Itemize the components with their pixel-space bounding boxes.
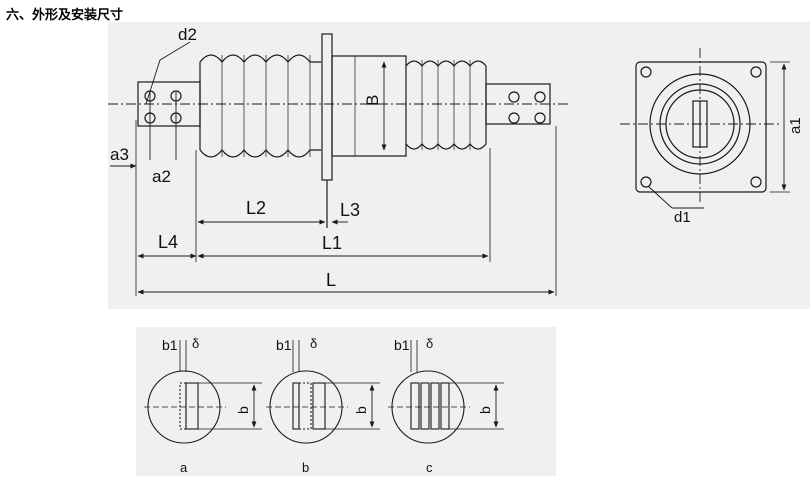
label-L1: L1 <box>322 233 342 253</box>
section-b-delta: δ <box>310 336 317 351</box>
label-L3: L3 <box>340 200 360 220</box>
label-L: L <box>326 270 336 290</box>
section-b-caption: b <box>302 460 309 475</box>
left-insulator <box>199 54 321 158</box>
section-a-delta: δ <box>192 336 199 351</box>
right-terminal-holes <box>508 91 546 124</box>
main-view-labels: d2 B a3 a2 L2 L3 L4 L1 L <box>110 25 382 290</box>
section-b-b1: b1 <box>276 337 292 353</box>
label-a1: a1 <box>787 117 804 134</box>
label-a3: a3 <box>110 145 129 164</box>
section-a-caption: a <box>180 460 188 475</box>
right-terminal <box>485 83 551 125</box>
section-b <box>266 340 380 444</box>
mounting-flange <box>321 33 333 181</box>
section-b-b: b <box>353 406 369 414</box>
label-a2: a2 <box>152 167 171 186</box>
label-L2: L2 <box>246 198 266 218</box>
page-heading: 六、外形及安装尺寸 <box>6 8 124 23</box>
main-side-view <box>108 33 570 296</box>
label-B: B <box>363 95 382 106</box>
label-L4: L4 <box>158 232 178 252</box>
drawing-panel-top <box>108 22 810 309</box>
section-c-caption: c <box>426 460 433 475</box>
label-d1: d1 <box>674 209 691 226</box>
section-c-delta: δ <box>426 336 433 351</box>
right-insulator <box>405 60 487 150</box>
section-a <box>144 340 262 444</box>
section-c <box>388 340 504 444</box>
end-outer-ring <box>649 73 751 175</box>
drawing-panel-bottom <box>136 327 556 476</box>
section-a-b: b <box>235 406 251 414</box>
right-body <box>331 55 407 157</box>
section-a-b1: b1 <box>162 337 178 353</box>
section-c-b1: b1 <box>394 337 410 353</box>
section-c-b: b <box>477 406 493 414</box>
end-view <box>620 48 790 209</box>
end-flange-plate <box>635 61 767 193</box>
label-d2: d2 <box>178 25 197 44</box>
